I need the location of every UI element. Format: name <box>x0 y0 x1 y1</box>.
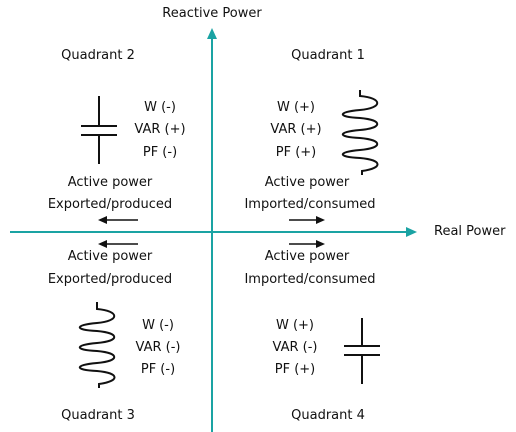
arrow-right-icon <box>289 240 325 248</box>
quadrant-1-pf: PF (+) <box>275 145 317 160</box>
quadrant-4-pf: PF (+) <box>274 362 316 377</box>
quadrant-3-power-desc: Exported/produced <box>47 272 173 287</box>
quadrant-3-w: W (-) <box>142 318 174 333</box>
quadrant-4-w: W (+) <box>275 318 315 333</box>
quadrant-1-var: VAR (+) <box>270 122 322 137</box>
quadrant-1-w: W (+) <box>276 100 316 115</box>
quadrant-4-title: Quadrant 4 <box>291 408 365 423</box>
x-axis-label: Real Power <box>434 224 506 239</box>
quadrant-2-power-label: Active power <box>67 175 153 190</box>
arrow-left-icon <box>98 216 138 224</box>
quadrant-4-power-label: Active power <box>264 249 350 264</box>
quadrant-1-power-desc: Imported/consumed <box>244 197 376 212</box>
quadrant-3-power-label: Active power <box>67 249 153 264</box>
quadrant-3-var: VAR (-) <box>135 340 181 355</box>
x-axis-arrowhead <box>406 227 417 237</box>
capacitor-icon <box>344 318 380 384</box>
quadrant-1-title: Quadrant 1 <box>291 48 365 63</box>
quadrant-3-pf: PF (-) <box>140 362 176 377</box>
inductor-icon <box>78 302 116 388</box>
quadrant-2-title: Quadrant 2 <box>61 48 135 63</box>
quadrant-2-power-desc: Exported/produced <box>47 197 173 212</box>
quadrant-4-power-desc: Imported/consumed <box>244 272 376 287</box>
capacitor-icon <box>81 96 117 164</box>
quadrant-2-var: VAR (+) <box>134 122 186 137</box>
quadrant-3-title: Quadrant 3 <box>61 408 135 423</box>
y-axis-label: Reactive Power <box>162 6 262 21</box>
inductor-icon <box>341 90 379 175</box>
y-axis-arrowhead <box>207 28 217 39</box>
quadrant-4-var: VAR (-) <box>272 340 318 355</box>
quadrant-1-power-label: Active power <box>264 175 350 190</box>
arrow-right-icon <box>289 216 325 224</box>
quadrant-2-pf: PF (-) <box>142 145 178 160</box>
quadrant-2-w: W (-) <box>144 100 176 115</box>
arrow-left-icon <box>98 240 138 248</box>
